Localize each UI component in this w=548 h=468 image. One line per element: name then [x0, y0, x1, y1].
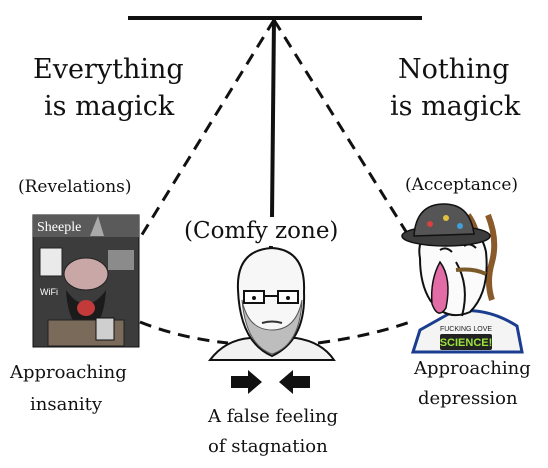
pendulum-center-line — [270, 17, 276, 219]
right-caption-line2: depression — [418, 388, 518, 409]
collage-wifi-text: WiFi — [40, 287, 58, 297]
tag-acceptance: (Acceptance) — [405, 175, 519, 195]
arrow-left-icon — [279, 370, 310, 394]
top-right-line1: Nothing — [398, 54, 510, 85]
top-right-line2: is magick — [390, 91, 521, 122]
right-caption-line1: Approaching — [414, 358, 531, 379]
pendulum-right-swing — [272, 19, 412, 239]
pendulum-arc — [139, 320, 411, 345]
collage-header-text: Sheeple — [37, 220, 81, 235]
bottom-caption-line1: A false feeling — [208, 406, 339, 427]
shirt-small-text: FUCKING LOVE — [440, 326, 492, 333]
left-collage-illustration: Sheeple WiFi — [32, 214, 140, 348]
arrow-right-icon — [231, 370, 262, 394]
bottom-caption-line2: of stagnation — [208, 436, 328, 457]
top-left-line2: is magick — [44, 91, 175, 122]
tag-comfy-zone: (Comfy zone) — [182, 217, 341, 245]
pendulum-left-swing — [133, 19, 276, 247]
shirt-science-text: SCIENCE! — [440, 337, 493, 349]
left-caption-line2: insanity — [30, 394, 103, 415]
right-wojak-illustration: SCIENCE! FUCKING LOVE — [401, 203, 524, 354]
left-caption-line1: Approaching — [10, 362, 127, 383]
center-wojak-illustration — [207, 246, 336, 361]
tag-revelations: (Revelations) — [18, 177, 132, 197]
top-left-line1: Everything — [33, 54, 184, 85]
